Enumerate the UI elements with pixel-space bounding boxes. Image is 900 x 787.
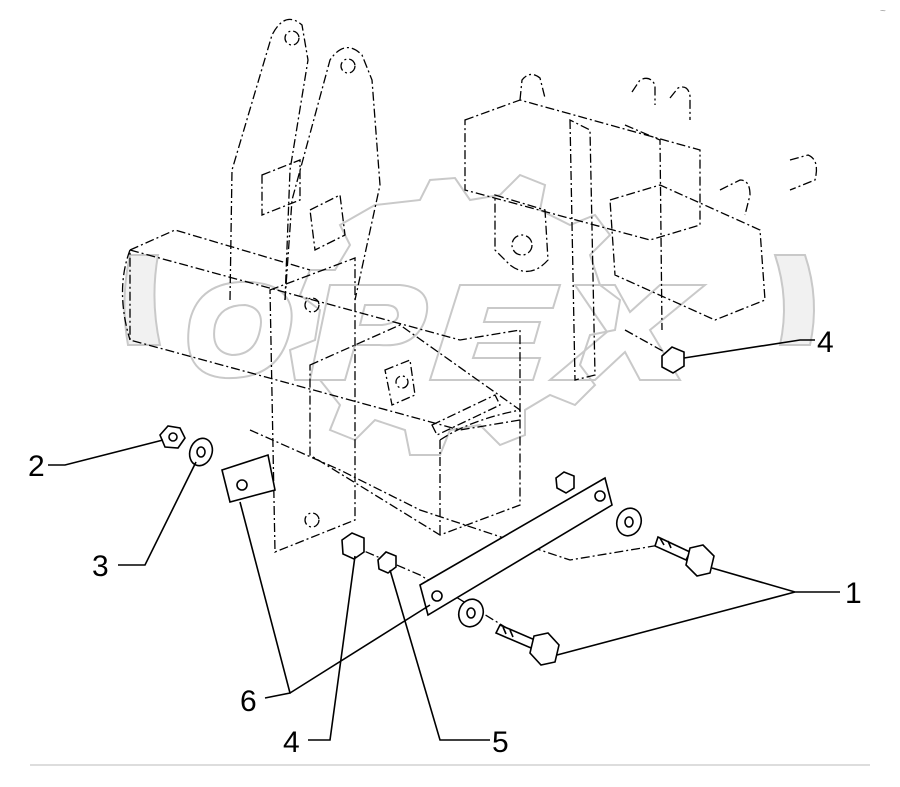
tube-clevis-hole: [395, 375, 409, 389]
hitch-bracket: [494, 194, 549, 272]
hitch-bracket-hole: [511, 234, 533, 256]
lift-arm-hole-right: [340, 58, 356, 74]
opex-watermark-logo: [123, 173, 815, 456]
tube-clevis: [384, 359, 416, 406]
rear-frame-bracket-3: [669, 86, 691, 120]
nut-axis-line: [624, 329, 671, 356]
leader-6: [239, 501, 431, 699]
nut-near-plate: [555, 471, 575, 494]
leader-4-upper: [683, 339, 815, 359]
spacer-plate-left-part-6: [221, 453, 276, 503]
central-tube-end: [439, 409, 521, 535]
lockwasher-part-5: [377, 551, 397, 574]
rear-chain-line: [624, 124, 663, 331]
leader-3: [118, 461, 197, 566]
leader-4-lower: [308, 555, 356, 741]
nut-part-4-lower: [341, 532, 365, 560]
callout-4-lower: 4: [283, 726, 300, 759]
tube-hole-row: [431, 394, 501, 436]
watermark-letter-p: [308, 284, 429, 381]
washer-right-lower: [457, 598, 485, 628]
watermark-letter-o: [187, 280, 293, 380]
nut-part-2: [159, 425, 186, 449]
nut-part-4-upper: [661, 346, 685, 374]
lift-arm-slot: [261, 159, 301, 216]
rear-frame-bracket-2: [631, 77, 656, 105]
bolt-axis-line-lower: [349, 544, 511, 631]
front-mounting-plate: [269, 257, 356, 553]
frame-assembly-phantom: [121, 18, 818, 631]
lift-arm-right: [284, 47, 381, 301]
bolt-part-1-upper: [654, 535, 715, 577]
rear-frame-bracket-1: [519, 73, 546, 101]
callout-labels: 1 2 3 4 4 5 6: [28, 326, 862, 759]
callout-2: 2: [28, 450, 45, 483]
watermark-band-right: [773, 254, 815, 346]
callout-5: 5: [492, 726, 509, 759]
leader-lines: [48, 339, 840, 741]
rear-vertical-post: [569, 118, 596, 381]
beam-end-left: [121, 249, 131, 341]
lift-arm-slot-2: [309, 194, 346, 251]
spacer-plate-right-part-6: [419, 476, 613, 617]
rear-frame-right-tab-2: [789, 154, 818, 191]
front-plate-hole-bottom: [304, 512, 320, 528]
main-cross-beam-top: [129, 229, 311, 271]
washer-part-3: [188, 437, 214, 467]
callout-3: 3: [92, 550, 109, 583]
leader-1: [556, 567, 840, 656]
central-square-tube: [309, 324, 521, 536]
bolt-axis-line-upper: [249, 429, 661, 561]
lift-arm-hole-left: [284, 30, 300, 46]
bolt-part-1-lower: [494, 623, 560, 666]
callout-4-upper: 4: [817, 326, 834, 359]
front-plate-hole-top: [304, 297, 320, 313]
gear-watermark-icon: [288, 173, 622, 456]
highlighted-parts: [159, 346, 715, 666]
callout-1: 1: [845, 577, 862, 610]
lift-arm-left: [229, 18, 309, 301]
rear-frame-right-tab: [719, 179, 751, 216]
watermark-letter-x: [547, 284, 708, 381]
callout-6: 6: [240, 685, 257, 718]
rear-frame-right-block: [609, 184, 766, 321]
watermark-letter-e: [428, 284, 562, 381]
leader-5: [389, 569, 490, 741]
corner-mark: ~: [880, 6, 886, 17]
main-cross-beam: [129, 249, 521, 431]
watermark-band-left: [123, 254, 162, 346]
leader-2: [48, 439, 164, 466]
washer-right-upper: [615, 507, 643, 537]
